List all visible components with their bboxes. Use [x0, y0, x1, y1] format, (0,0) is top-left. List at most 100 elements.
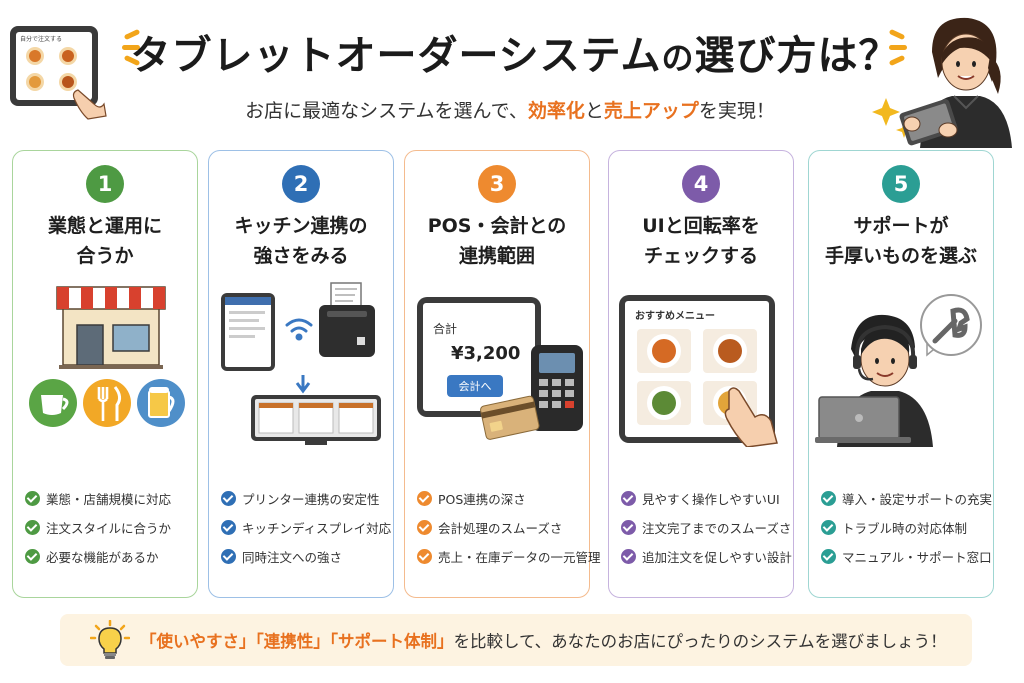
card-ui-turnover: 4 UIと回転率を チェックする おすすめメニュー 見やすく操作しやすいUI 注…	[608, 150, 794, 598]
check-icon	[221, 549, 236, 564]
title-no: の	[661, 39, 695, 77]
page-title: タブレットオーダーシステムの選び方は？	[120, 22, 910, 82]
subtitle-highlight: 効率化	[527, 100, 585, 122]
check-text: 必要な機能があるか	[46, 550, 159, 565]
tablet-order-icon: 自分で注文する	[10, 26, 107, 120]
card-title: 業態と運用に 合うか	[17, 211, 193, 271]
card-title-line: キッチン連携の	[234, 215, 368, 237]
lightbulb-icon	[90, 620, 130, 659]
staff-woman-icon	[872, 17, 1012, 148]
card-title-line: チェックする	[643, 245, 758, 267]
banner-highlight: 「使いやすさ」「連携性」「サポート体制」	[140, 632, 454, 651]
check-item: 注文スタイルに合うか	[25, 513, 193, 542]
check-item: マニュアル・サポート窓口	[821, 542, 992, 571]
checklist: 導入・設定サポートの充実 トラブル時の対応体制 マニュアル・サポート窓口	[821, 484, 993, 571]
check-icon	[821, 549, 836, 564]
check-text: 同時注文への強さ	[242, 550, 343, 565]
spark-icon	[885, 28, 911, 68]
check-text: 売上・在庫データの一元管理	[438, 550, 601, 565]
check-icon	[25, 520, 40, 535]
step-number: 5	[882, 165, 920, 203]
check-text: POS連携の深さ	[438, 492, 526, 507]
checklist: POS連携の深さ 会計処理のスムーズさ 売上・在庫データの一元管理	[417, 484, 601, 571]
card-title-line: 強さをみる	[253, 245, 349, 267]
check-item: 同時注文への強さ	[221, 542, 389, 571]
card-pos-integration: 3 POS・会計との 連携範囲 合計 ¥3,200 会計へ	[404, 150, 601, 598]
storefront-icon	[56, 286, 166, 369]
banner-text: 「使いやすさ」「連携性」「サポート体制」を比較して、あなたのお店にぴったりのシス…	[140, 614, 947, 666]
tablet-screen-label: 自分で注文する	[20, 35, 62, 43]
check-text: 注文完了までのスムーズさ	[642, 521, 792, 536]
banner-body: を比較して、あなたのお店にぴったりのシステムを選びましょう！	[453, 632, 947, 651]
step-number: 1	[86, 165, 124, 203]
card-business-fit: 1 業態と運用に 合うか	[12, 150, 198, 598]
menu-label: おすすめメニュー	[635, 310, 715, 322]
check-item: プリンター連携の安定性	[221, 484, 389, 513]
check-text: 追加注文を促しやすい設計	[642, 550, 792, 565]
check-icon	[621, 549, 636, 564]
check-item: トラブル時の対応体制	[821, 513, 989, 542]
check-item: 注文完了までのスムーズさ	[621, 513, 792, 542]
pos-checkout-button: 会計へ	[459, 379, 492, 393]
check-text: キッチンディスプレイ対応	[242, 521, 392, 536]
printer-icon	[319, 282, 375, 357]
card-terminal-icon	[531, 345, 583, 431]
page-subtitle: お店に最適なシステムを選んで、効率化と売上アップを実現！	[150, 96, 870, 123]
pos-total-label: 合計	[433, 321, 457, 336]
check-text: プリンター連携の安定性	[242, 492, 380, 507]
check-icon	[221, 520, 236, 535]
pointing-hand-icon	[724, 387, 778, 447]
check-text: 導入・設定サポートの充実	[842, 492, 993, 507]
check-icon	[821, 520, 836, 535]
check-icon	[621, 491, 636, 506]
tablet-icon	[221, 293, 275, 371]
check-item: 追加注文を促しやすい設計	[621, 542, 792, 571]
check-item: 業態・店舗規模に対応	[25, 484, 193, 513]
check-icon	[25, 549, 40, 564]
fork-knife-icon	[83, 379, 131, 427]
checklist: 見やすく操作しやすいUI 注文完了までのスムーズさ 追加注文を促しやすい設計	[621, 484, 792, 571]
kitchen-display-icon	[251, 395, 381, 445]
check-text: 業態・店舗規模に対応	[46, 492, 172, 507]
card-title: POS・会計との 連携範囲	[409, 211, 585, 271]
card-title: サポートが 手厚いものを選ぶ	[813, 211, 989, 271]
check-text: 注文スタイルに合うか	[46, 521, 172, 536]
check-text: トラブル時の対応体制	[842, 521, 968, 536]
check-item: 会計処理のスムーズさ	[417, 513, 585, 542]
title-main: タブレットオーダーシステム	[130, 33, 662, 79]
subtitle-text: と	[584, 100, 604, 122]
card-support: 5 サポートが 手厚いものを選ぶ 導入・設定サポートの充実 トラブル	[808, 150, 994, 598]
check-icon	[221, 491, 236, 506]
card-illustration: 合計 ¥3,200 会計へ	[417, 297, 583, 440]
check-icon	[417, 491, 432, 506]
card-illustration	[815, 294, 982, 447]
coffee-icon	[29, 379, 77, 427]
wrench-icon	[920, 294, 982, 357]
check-item: 見やすく操作しやすいUI	[621, 484, 789, 513]
subtitle-text: を実現！	[698, 100, 775, 122]
card-title-line: POS・会計との	[427, 215, 567, 237]
wifi-icon	[285, 318, 313, 341]
card-title: UIと回転率を チェックする	[613, 211, 789, 271]
title-tail: 選び方は？	[694, 33, 900, 79]
check-item: 導入・設定サポートの充実	[821, 484, 993, 513]
check-item: キッチンディスプレイ対応	[221, 513, 392, 542]
beer-icon	[137, 379, 185, 427]
pos-amount: ¥3,200	[451, 343, 520, 364]
check-icon	[417, 520, 432, 535]
subtitle-highlight: 売上アップ	[603, 100, 699, 122]
step-number: 3	[478, 165, 516, 203]
card-illustration	[221, 282, 381, 445]
step-number: 4	[682, 165, 720, 203]
check-item: POS連携の深さ	[417, 484, 585, 513]
checklist: プリンター連携の安定性 キッチンディスプレイ対応 同時注文への強さ	[221, 484, 392, 571]
card-illustration	[29, 286, 185, 427]
card-title-line: 連携範囲	[458, 245, 535, 267]
check-icon	[417, 549, 432, 564]
checklist: 業態・店舗規模に対応 注文スタイルに合うか 必要な機能があるか	[25, 484, 193, 571]
step-number: 2	[282, 165, 320, 203]
card-title-line: サポートが	[853, 215, 949, 237]
laptop-icon	[815, 396, 911, 443]
card-illustration: おすすめメニュー	[619, 295, 778, 447]
card-title-line: 手厚いものを選ぶ	[824, 245, 977, 267]
